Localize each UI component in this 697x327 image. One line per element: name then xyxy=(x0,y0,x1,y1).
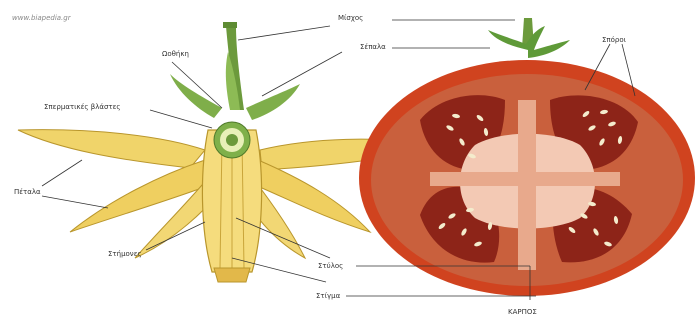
label-sporoi: Σπόροι xyxy=(602,36,626,44)
label-sepala: Σέπαλα xyxy=(360,43,386,51)
petal-left-top xyxy=(18,130,205,168)
flower-sepal-left xyxy=(170,74,222,118)
label-spermatikes: Σπερματικές βλάστες xyxy=(44,103,121,111)
label-stylos: Στύλος xyxy=(318,262,343,270)
label-miskos: Μίσχος xyxy=(338,14,363,22)
label-stigma: Στίγμα xyxy=(316,292,340,300)
label-oothiki: Ωοθήκη xyxy=(162,50,189,58)
flower-sepal-right xyxy=(246,84,300,120)
label-stimones: Στήμονες xyxy=(108,250,142,258)
tomato xyxy=(359,18,695,296)
label-karpos: ΚΑΡΠΟΣ xyxy=(508,308,537,316)
label-petala: Πέταλα xyxy=(14,188,41,196)
